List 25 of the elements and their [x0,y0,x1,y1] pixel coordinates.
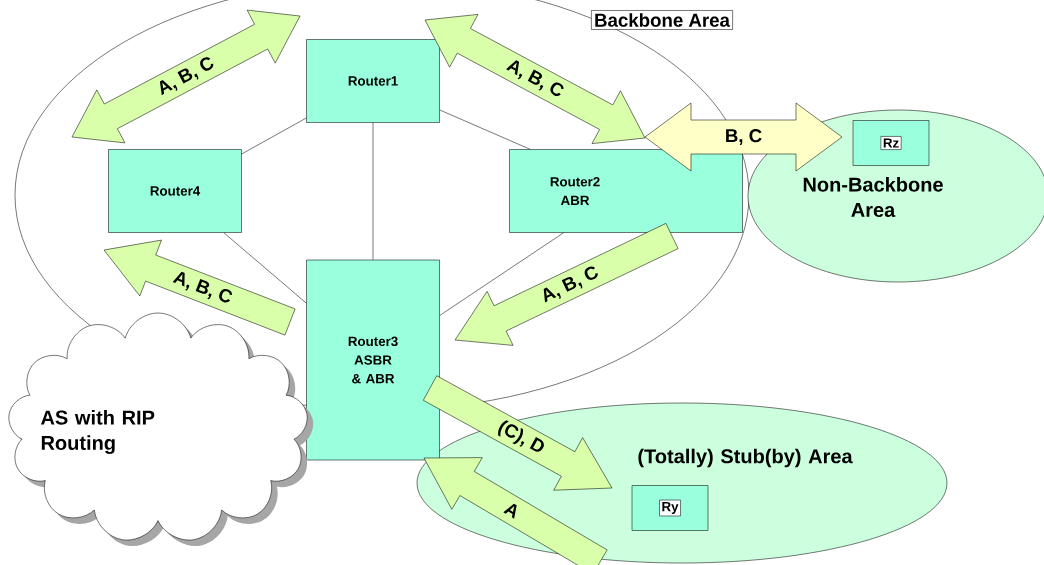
edge-label: A [503,503,517,519]
connector-line [439,109,531,150]
router-box: Ry [631,485,709,531]
connector-line [372,122,374,260]
edge-label: A, B, C [506,60,564,96]
edge-label: A, B, C [159,57,214,96]
fat-arrow [423,375,613,491]
fat-arrow [644,102,843,172]
router-box: Rz [852,120,930,166]
router-box: Router3 ASBR & ABR [306,259,440,461]
edge-label: A, B, C [543,266,598,303]
area-label: Backbone Area [591,10,733,30]
fat-arrow [424,14,646,144]
fat-arrow [423,457,608,565]
edge-label: A, B, C [172,271,233,303]
fat-arrow [103,239,296,336]
router-box: Router1 [306,39,440,123]
edge-label: (C), D [498,420,544,452]
router-box: Router4 [108,149,242,233]
connector-line [223,232,307,304]
fat-arrow [71,9,301,144]
connector-line [439,232,564,316]
connector-line [241,117,307,155]
router-box: Router2 ABR [509,149,743,233]
fat-arrow [454,223,679,346]
